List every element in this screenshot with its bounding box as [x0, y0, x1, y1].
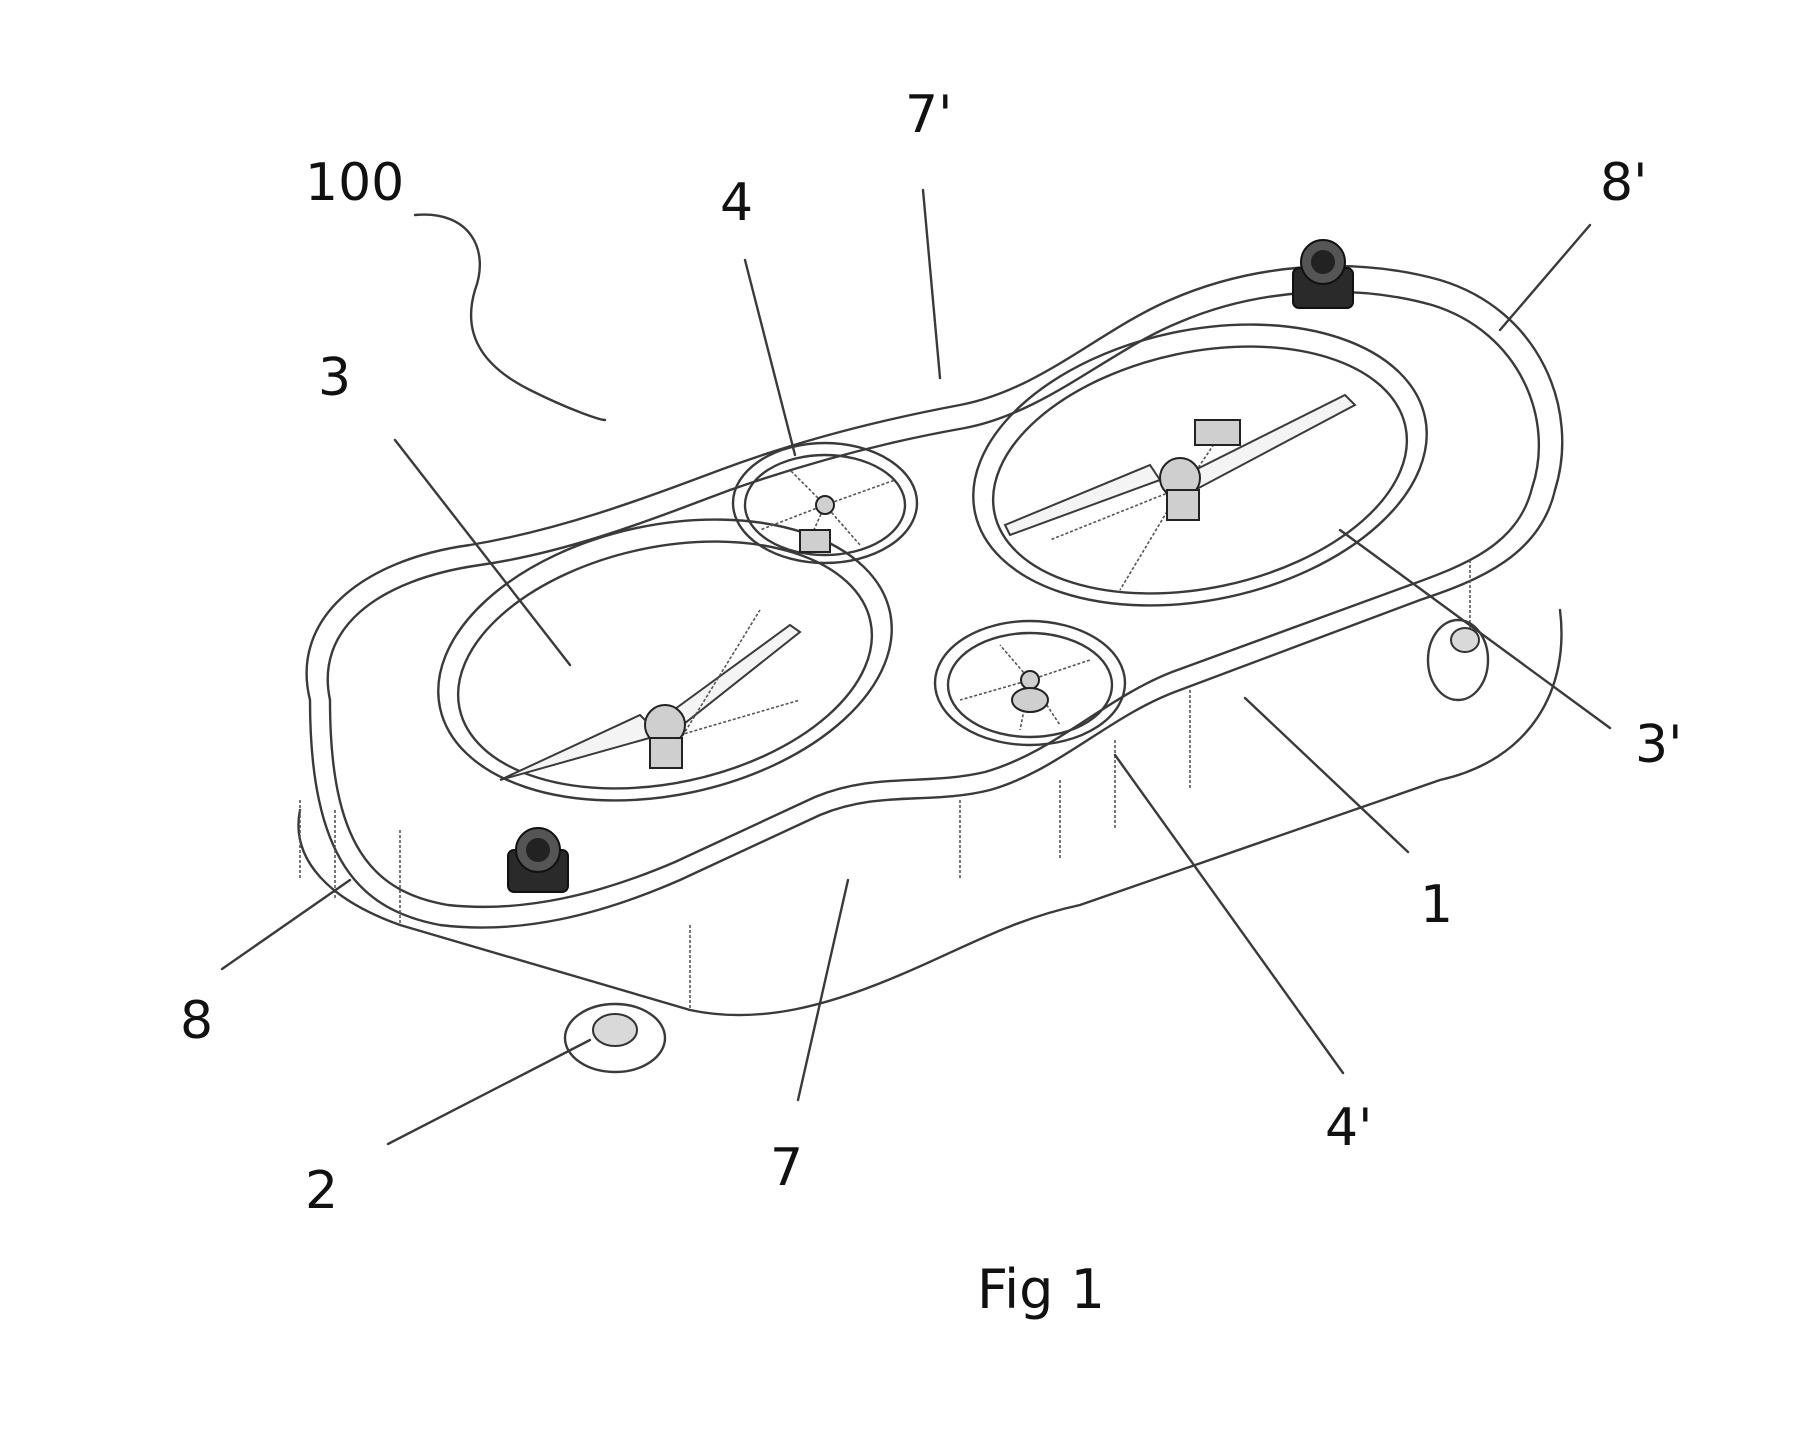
label-4: 4: [720, 173, 753, 233]
label-7-prime: 7': [905, 85, 952, 145]
camera-rear: [1292, 239, 1354, 309]
wheel-rear: [1426, 618, 1490, 702]
label-8: 8: [180, 991, 213, 1051]
label-4-prime: 4': [1325, 1098, 1372, 1158]
camera-front: [507, 827, 569, 893]
label-2: 2: [305, 1161, 338, 1221]
vehicle-body: [297, 264, 1564, 1017]
wheel-front: [563, 1002, 667, 1074]
rotor-4-prime: [933, 619, 1127, 747]
figure-caption: Fig 1: [977, 1258, 1105, 1321]
rotor-3-prime: [972, 323, 1428, 607]
rotor-4: [731, 441, 919, 565]
reference-labels: 100 7' 8' 4 3 3' 1 8 2 7 4': [180, 85, 1682, 1221]
label-3-prime: 3': [1635, 715, 1682, 775]
leader-lines: [220, 188, 1612, 1146]
label-3: 3: [318, 348, 351, 408]
label-1: 1: [1420, 875, 1453, 935]
label-8-prime: 8': [1600, 153, 1647, 213]
label-7: 7: [770, 1138, 803, 1198]
rotor-3: [437, 518, 893, 802]
label-100: 100: [305, 153, 404, 213]
